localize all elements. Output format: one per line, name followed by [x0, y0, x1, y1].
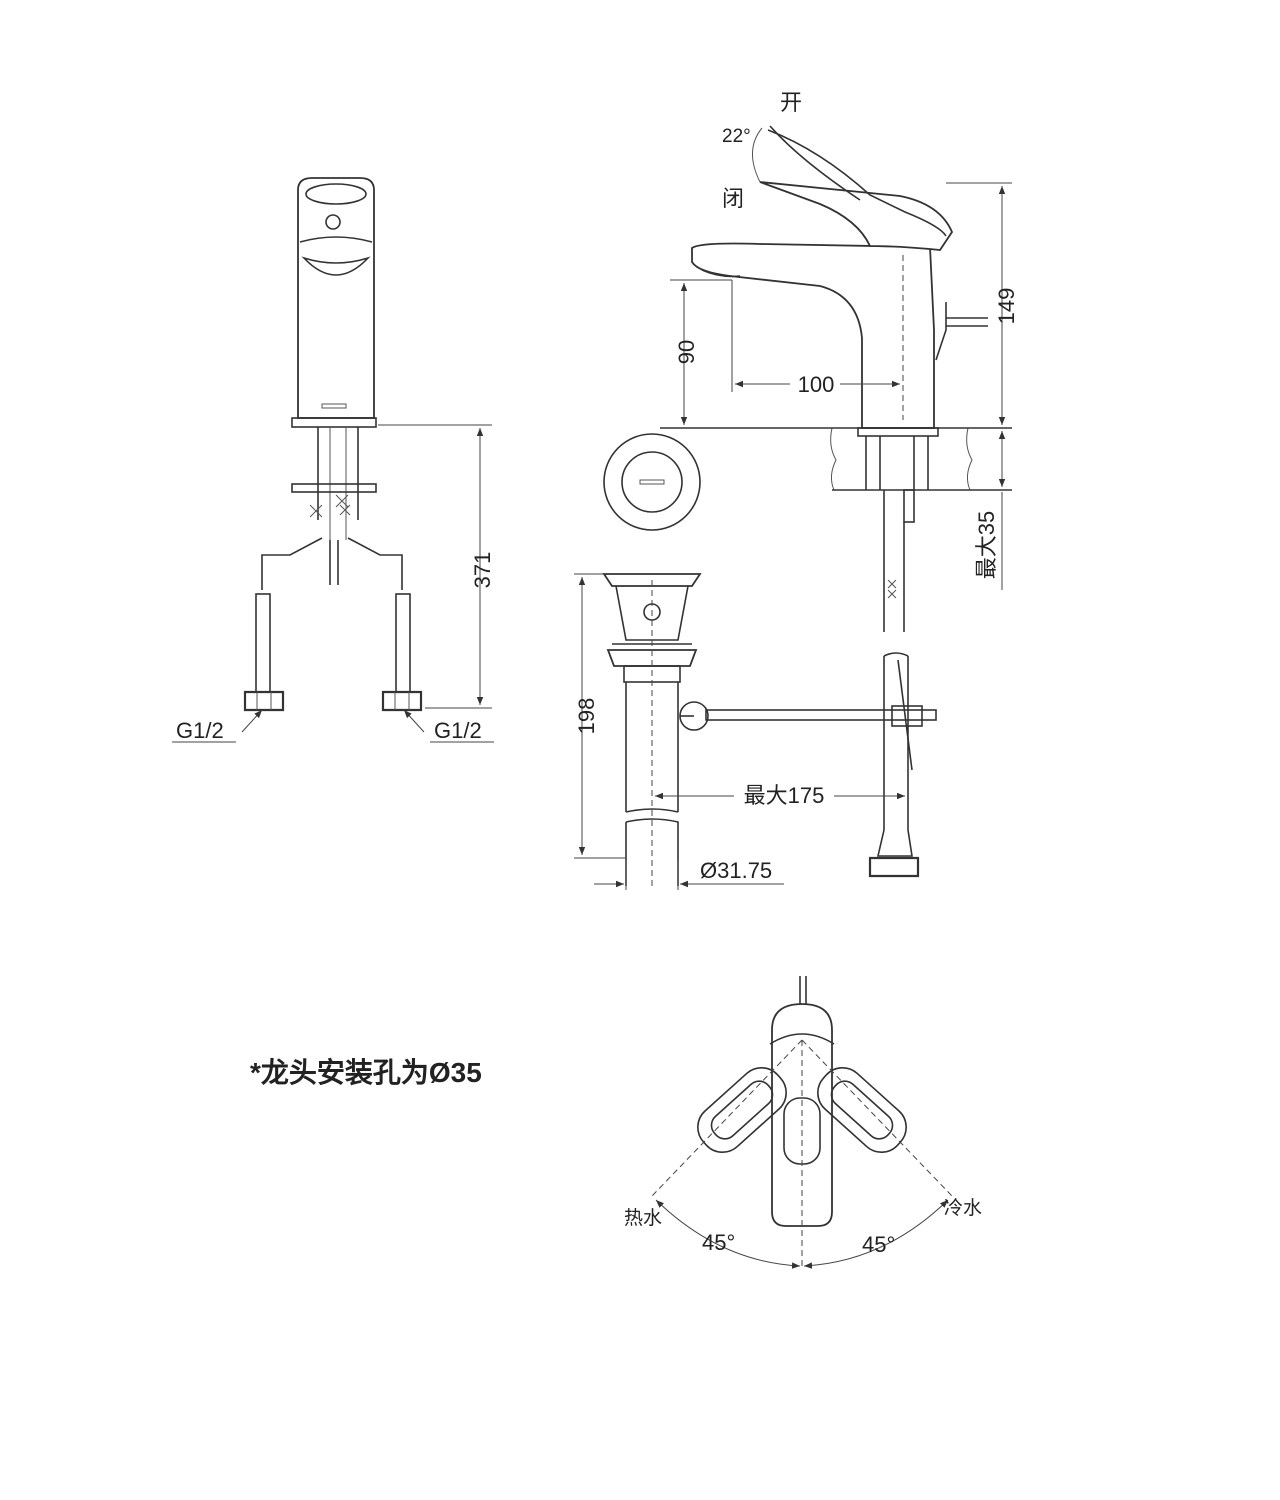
base-flange-side: [857, 427, 939, 437]
dim-149-label: 149: [994, 288, 1019, 325]
dim-100-label: 100: [798, 372, 835, 397]
hose-left: [255, 593, 271, 693]
handle-edge: [299, 236, 373, 243]
nut-left: [243, 690, 285, 712]
handle-top-ellipse: [305, 183, 367, 205]
angle-cold-label: 45°: [862, 1232, 895, 1257]
angle-hot-label: 45°: [702, 1230, 735, 1255]
spout-outlet-front: [301, 256, 371, 276]
base-flange-front: [291, 417, 377, 428]
drain-body: [625, 682, 679, 812]
countertop-break-left: [830, 427, 837, 491]
lever-open: [767, 129, 947, 237]
dim-max35-label: 最大35: [974, 511, 999, 579]
cold-angle-arc: [803, 1199, 949, 1269]
hose-left-upper: [261, 537, 323, 590]
hot-water-label: 热水: [624, 1207, 662, 1229]
cold-water-label: 冷水: [944, 1197, 982, 1219]
dim-diameter-label: Ø31.75: [700, 858, 772, 883]
pivot-rod: [705, 709, 937, 721]
closed-label: 闭: [722, 186, 744, 211]
open-angle-arc: [752, 127, 763, 183]
handle-cold-position: [817, 1066, 907, 1154]
handle-hot-position: [697, 1066, 787, 1154]
drain-flange: [606, 649, 698, 667]
drain-cap-top-view: [603, 433, 701, 531]
handle-screw: [325, 214, 341, 230]
angle-22-label: 22°: [722, 126, 751, 147]
open-label: 开: [780, 90, 802, 115]
thread-right-label: G1/2: [434, 718, 482, 743]
thread-left-label: G1/2: [176, 718, 224, 743]
drain-assembly: 198 最大175 Ø31.75: [574, 433, 937, 890]
dim-198-label: 198: [574, 698, 599, 735]
brand-mark-front: [321, 403, 347, 409]
handle-center-top: [769, 1033, 835, 1045]
nut-right: [381, 690, 423, 712]
clevis-clip: [891, 705, 923, 727]
aerator: [701, 269, 741, 278]
cold-axis: [801, 1039, 953, 1197]
drain-rod: [935, 302, 947, 361]
dim-90-label: 90: [674, 340, 699, 364]
faucet-body-front: [297, 177, 375, 419]
top-view: 热水 冷水 45° 45°: [624, 976, 982, 1270]
hose-right-upper: [347, 537, 403, 590]
mounting-nut: [291, 483, 377, 493]
dim-371-label: 371: [470, 552, 495, 589]
dim-max175-label: 最大175: [744, 783, 825, 808]
side-view: 149 最大35 90 100 开 22° 闭: [660, 90, 1019, 632]
install-hole-note: *龙头安装孔为Ø35: [250, 1057, 482, 1088]
hot-angle-arc: [655, 1199, 801, 1269]
hot-axis: [651, 1039, 803, 1197]
front-view: 371 G1/2 G1/2: [172, 177, 495, 743]
hose-right: [395, 593, 411, 693]
lever-closed: [759, 181, 954, 251]
spout-side: [691, 242, 935, 429]
